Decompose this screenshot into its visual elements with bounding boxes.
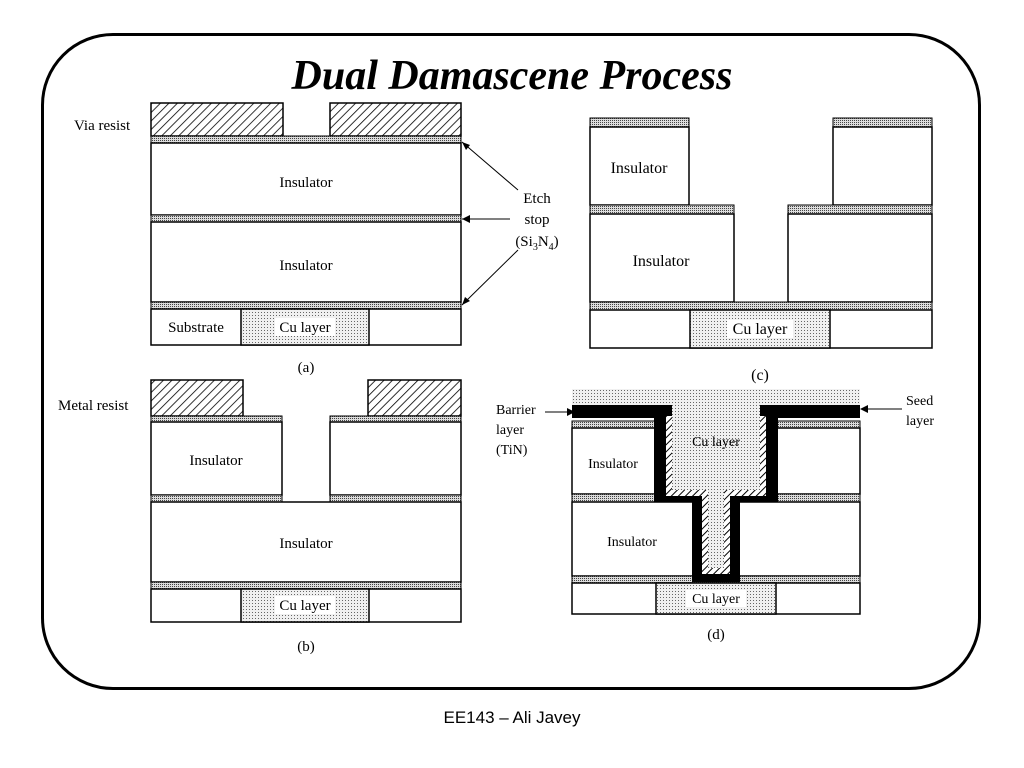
si3n4-label: (Si3N4) <box>515 234 558 253</box>
etch-stop-arrow-top <box>461 141 519 191</box>
panel-a: Insulator Insulator Substrate Cu layer V… <box>74 102 559 376</box>
seed-label: Seed <box>906 394 933 409</box>
panel-d: Insulator Insulator Cu layer Cu layer Ba… <box>496 389 934 643</box>
etch-stop-top-left <box>589 117 690 128</box>
insulator-label: Insulator <box>633 253 691 270</box>
tin-label: (TiN) <box>496 443 528 458</box>
caption-d: (d) <box>707 627 725 643</box>
cu-layer-label: Cu layer <box>692 592 740 607</box>
etch-stop-middle <box>150 214 462 223</box>
metal-resist-left <box>150 379 244 417</box>
etch-stop-mid-left <box>589 204 735 215</box>
arrowhead <box>462 215 470 223</box>
etch-stop-mid-left <box>150 494 283 503</box>
seed-layer-label: layer <box>906 414 934 429</box>
etch-stop-top-right <box>832 117 933 128</box>
insulator-label: Insulator <box>611 160 669 177</box>
insulator-label: Insulator <box>588 457 638 472</box>
insulator-label: Insulator <box>279 258 332 274</box>
etch-stop-top-right <box>329 415 462 423</box>
insulator-label: Insulator <box>607 535 657 550</box>
insulator-upper <box>150 142 462 216</box>
etch-stop-bottom <box>589 301 933 311</box>
metal-resist-right <box>367 379 462 417</box>
etch-stop-bottom <box>150 301 462 310</box>
cu-layer-label: Cu layer <box>279 598 330 614</box>
insulator-lower-left <box>589 213 735 303</box>
cu-label-bg <box>686 590 746 607</box>
cu-label-bg <box>275 318 335 336</box>
insulator-label: Insulator <box>279 536 332 552</box>
arrowhead <box>462 142 470 150</box>
footer: EE143 – Ali Javey <box>443 708 581 727</box>
arrowhead <box>462 297 470 305</box>
via-resist-left <box>150 102 284 137</box>
caption-a: (a) <box>298 360 315 376</box>
cu-fill <box>672 412 760 568</box>
insulator-upper-left <box>589 126 690 206</box>
substrate-label: Substrate <box>168 320 224 336</box>
etch-stop-top-left <box>150 415 283 423</box>
barrier-layer-label: layer <box>496 423 524 438</box>
cu-layer-label: Cu layer <box>279 320 330 336</box>
via-resist-right <box>329 102 462 137</box>
barrier-label: Barrier <box>496 403 536 418</box>
etch-stop-mid-right <box>329 494 462 503</box>
cu-label-bg <box>727 320 793 338</box>
caption-c: (c) <box>751 367 769 384</box>
insulator-lower-right <box>787 213 933 303</box>
panel-c: Insulator Insulator Cu layer (c) <box>589 117 933 384</box>
via-resist-label: Via resist <box>74 118 131 134</box>
etch-stop-arrow-bottom <box>461 249 519 306</box>
metal-resist-label: Metal resist <box>58 398 129 414</box>
arrowhead <box>567 408 575 416</box>
insulator-upper-right <box>329 421 462 496</box>
insulator-label: Insulator <box>279 175 332 191</box>
etch-stop-mid-right <box>787 204 933 215</box>
arrowhead <box>860 405 868 413</box>
insulator-upper-left <box>150 421 283 496</box>
insulator-upper-right <box>832 126 933 206</box>
etch-stop-bottom <box>150 581 462 590</box>
etch-stop-top <box>150 135 462 144</box>
cu-layer-label: Cu layer <box>733 321 788 338</box>
caption-b: (b) <box>297 639 315 655</box>
insulator-lower <box>150 221 462 303</box>
slide-frame <box>41 33 981 690</box>
stop-label: stop <box>524 212 549 228</box>
insulator-label: Insulator <box>189 453 242 469</box>
etch-label: Etch <box>523 191 551 207</box>
slide-title: Dual Damascene Process <box>291 53 733 99</box>
cu-fill-top <box>672 389 760 413</box>
cu-layer-label: Cu layer <box>692 435 740 450</box>
panel-b: Insulator Insulator Cu layer Metal resis… <box>58 379 462 655</box>
cu-label-bg <box>275 596 335 614</box>
